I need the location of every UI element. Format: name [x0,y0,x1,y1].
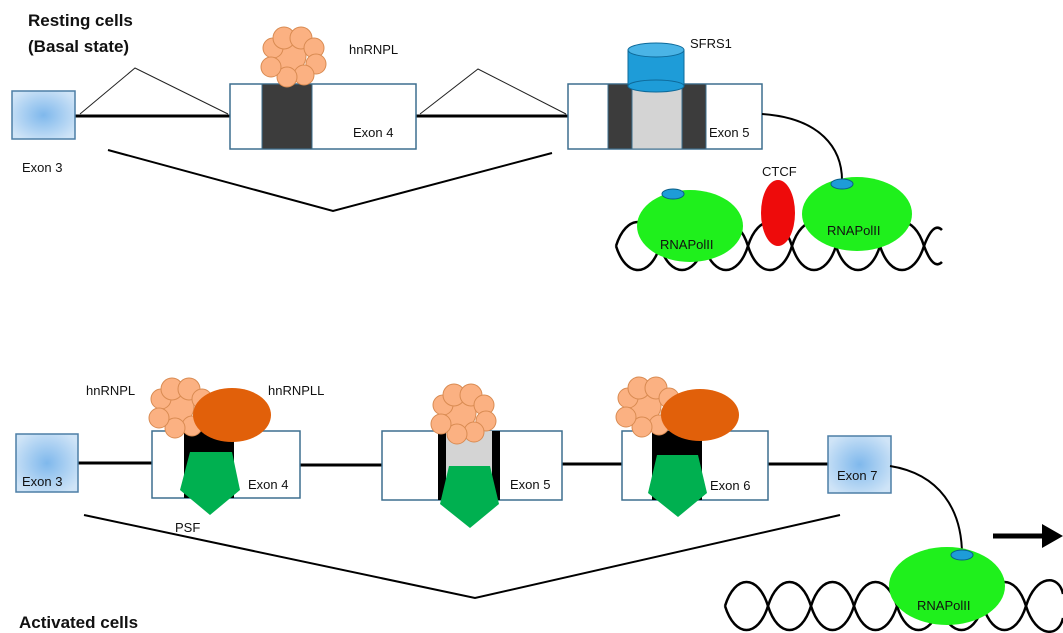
resting-rnapolii-left [637,190,743,262]
hnrnpll-exon6 [661,389,739,441]
hnrnpll-exon4 [193,388,271,442]
act-rnapolii [889,547,1005,625]
resting-exon5-light-center [631,83,683,150]
act-exon-skip-arc [83,514,841,600]
resting-exon4-label: Exon 4 [353,125,393,140]
act-exon5-dark-right [492,431,500,500]
resting-exon5-dark-left [607,83,633,150]
act-exon3-box [15,433,79,493]
activated-panel: Exon 3 Exon 4 Exon 5 Exon 6 Exon 7 PSF [15,376,1063,633]
splice-arc-4-5 [419,68,567,115]
activated-title: Activated cells [19,613,138,632]
ctcf-label: CTCF [762,164,797,179]
psf-exon4 [180,452,240,515]
act-dna-helix [723,579,1063,633]
sfrs1-label: SFRS1 [690,36,732,51]
psf-exon6 [648,455,707,517]
resting-rnapolii-right-label: RNAPolII [827,223,880,238]
resting-exon4-box [229,83,417,150]
act-hnrnpll-label: hnRNPLL [268,383,324,398]
resting-exon5-dark-right [681,83,707,150]
resting-exon5-label: Exon 5 [709,125,749,140]
act-rnapolii-label: RNAPolII [917,598,970,613]
resting-panel: Resting cells (Basal state) Exon 3 Exon … [11,11,943,272]
resting-hnrnpl-cloud [260,26,327,88]
resting-title-line1: Resting cells [28,11,133,30]
act-exon7-label: Exon 7 [837,468,877,483]
resting-exon3-label: Exon 3 [22,160,62,175]
act-rnapolii-site [950,549,974,561]
transcription-direction-arrow-head [1042,524,1063,548]
act-exon4-label: Exon 4 [248,477,288,492]
ctcf [761,180,795,246]
sfrs1-cylinder [627,42,685,93]
resting-title-line2: (Basal state) [28,37,129,56]
splice-arc-3-4 [79,67,229,115]
exon-skip-arc [107,149,553,213]
act-exon5-label: Exon 5 [510,477,550,492]
act-exon5-dark-left [438,431,446,500]
resting-rnapolii-left-site [661,188,685,200]
resting-exon3-box [11,90,76,140]
act-hnrnpl-label: hnRNPL [86,383,135,398]
resting-hnrnpl-label: hnRNPL [349,42,398,57]
resting-exon4-dark-region [261,83,313,150]
act-exon6-label: Exon 6 [710,478,750,493]
resting-rnapolii-right [802,177,912,251]
resting-transcript-tether [761,113,844,184]
psf-label: PSF [175,520,200,535]
act-exon7-box [827,435,892,494]
psf-exon5 [440,466,499,528]
resting-rnapolii-right-site [830,178,854,190]
resting-rnapolii-left-label: RNAPolII [660,237,713,252]
act-transcript-tether [889,465,963,556]
act-exon3-label: Exon 3 [22,474,62,489]
